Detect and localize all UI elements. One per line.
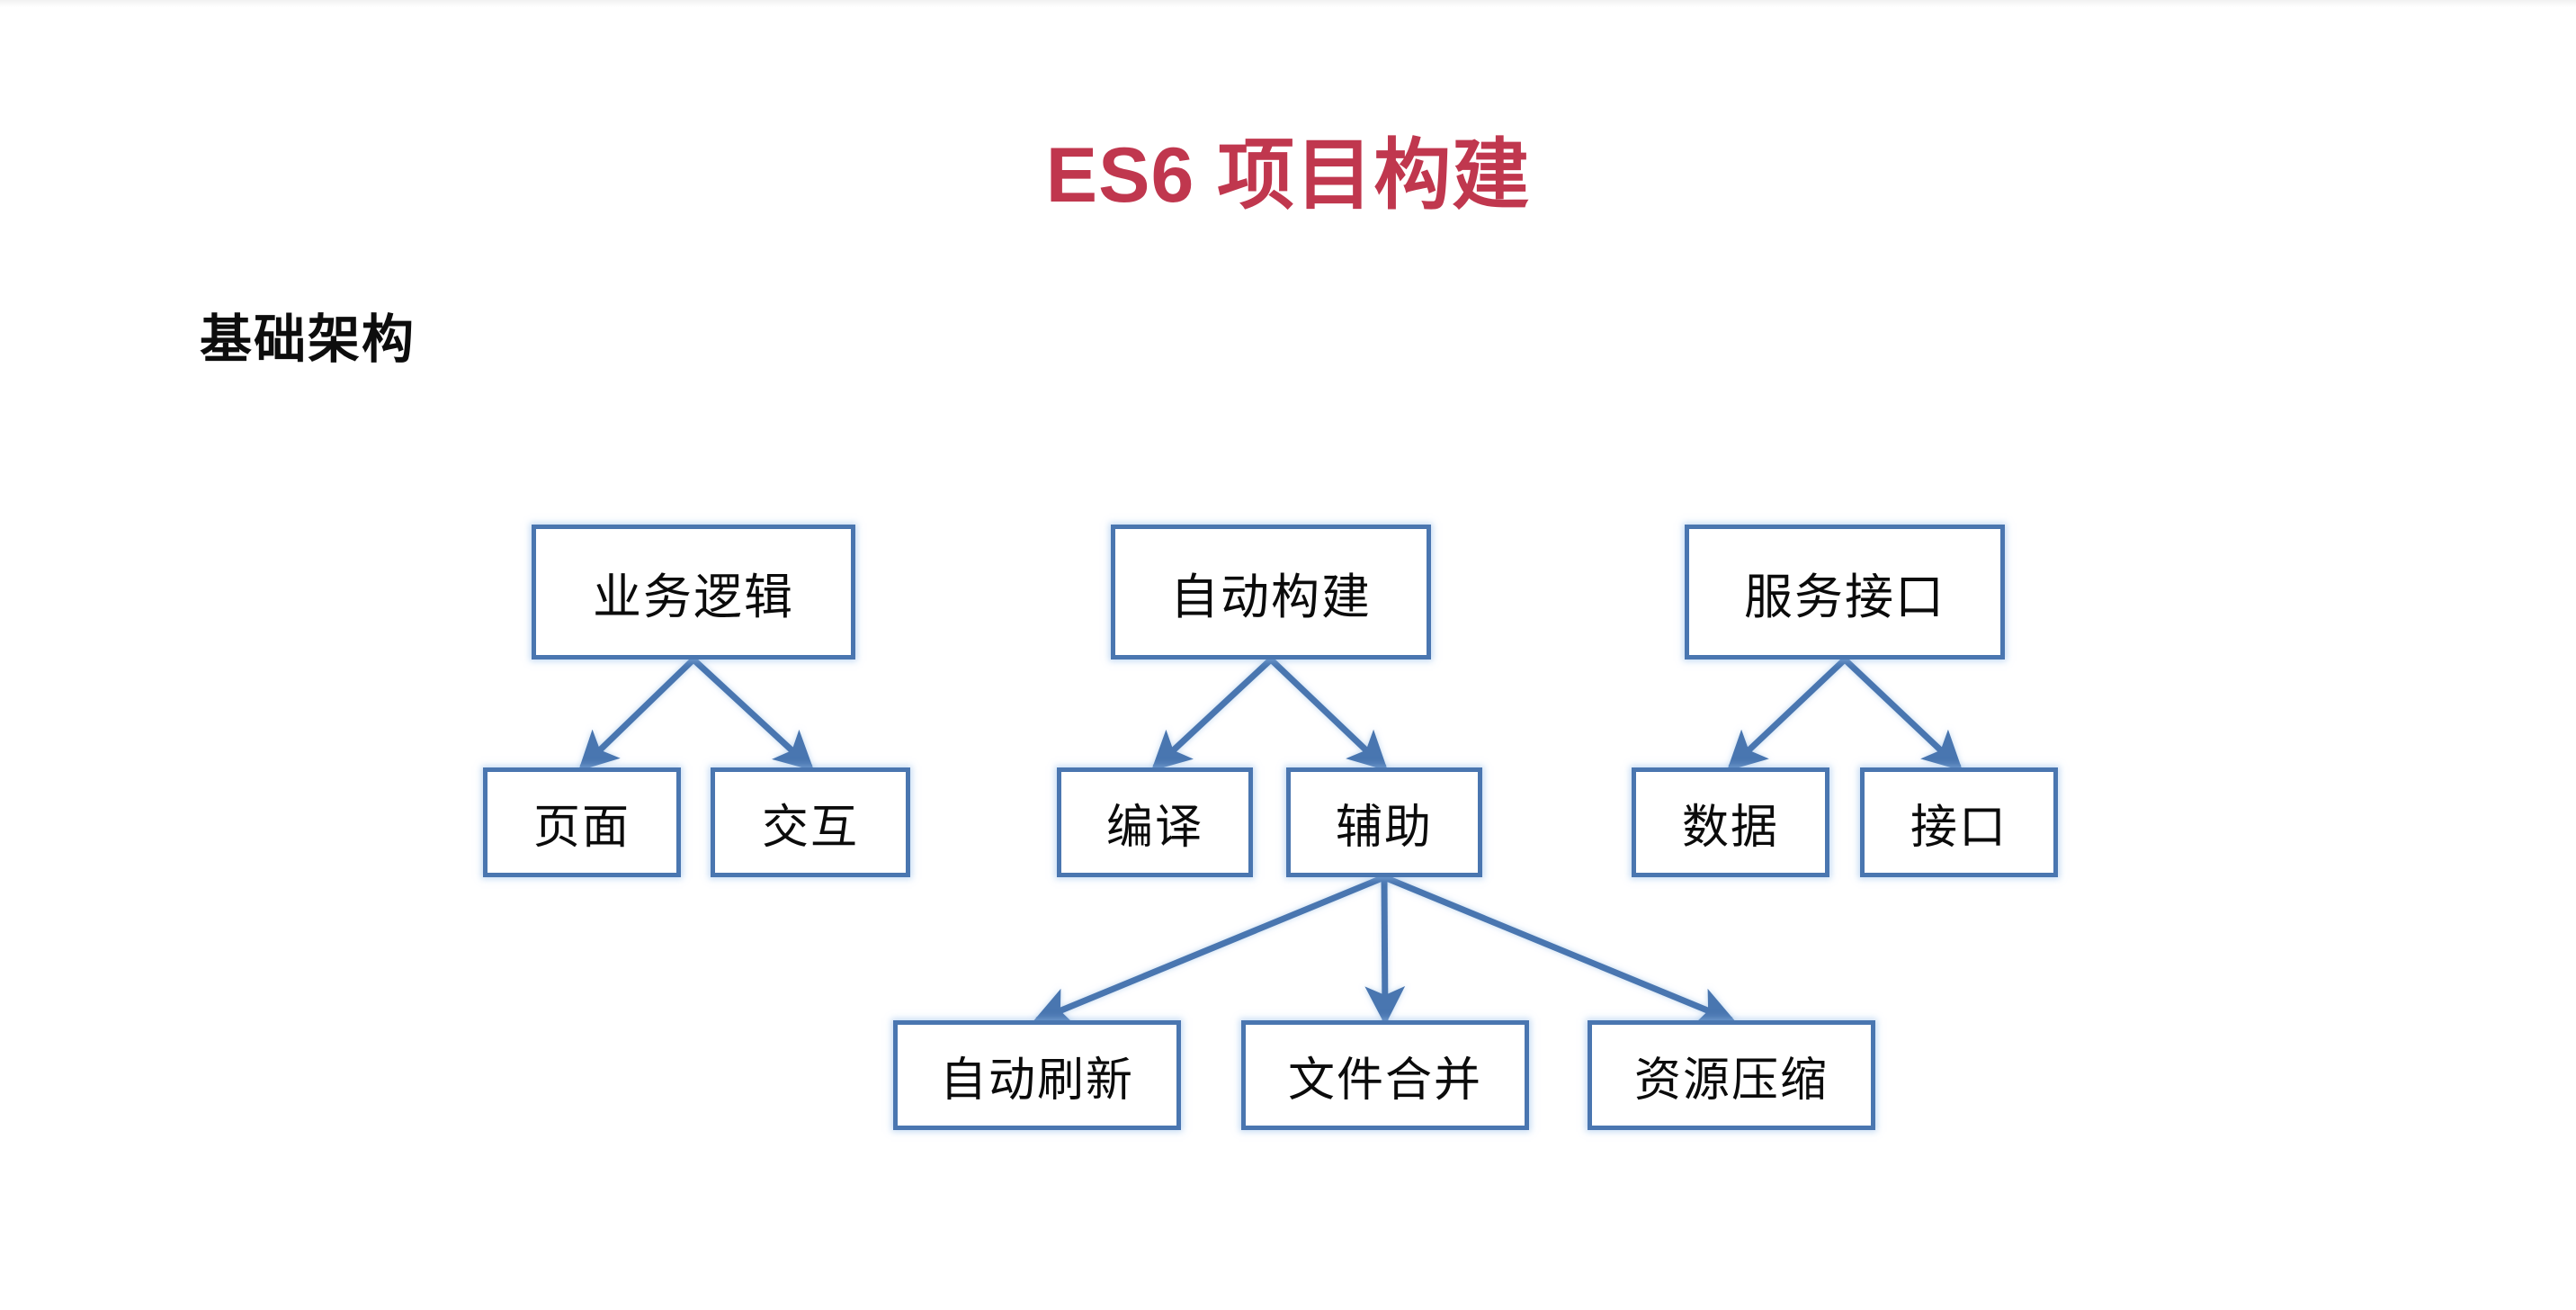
connector-arrow (1842, 657, 1963, 771)
connector-arrow (691, 657, 815, 771)
page-title: ES6 项目构建 (1045, 132, 1531, 219)
diagram-node-label: 页面 (532, 801, 631, 854)
connector-arrow (1150, 657, 1274, 771)
connector-arrow (1726, 657, 1847, 771)
diagram-node: 页面 (483, 767, 681, 877)
diagram-node-label: 文件合并 (1287, 1054, 1482, 1107)
diagram-node: 文件合并 (1241, 1020, 1529, 1130)
diagram-node: 业务逻辑 (532, 525, 855, 659)
diagram-node-label: 接口 (1910, 801, 2008, 854)
top-edge-strip (0, 0, 2576, 7)
diagram-node: 交互 (711, 767, 910, 877)
diagram-node-label: 辅助 (1335, 801, 1433, 854)
diagram-node-label: 业务逻辑 (593, 570, 794, 624)
diagram-node: 自动刷新 (893, 1020, 1181, 1130)
diagram-node-label: 数据 (1681, 801, 1779, 854)
diagram-node: 自动构建 (1111, 525, 1431, 659)
diagram-node-label: 服务接口 (1744, 570, 1945, 624)
diagram-node: 服务接口 (1685, 525, 2005, 659)
connector-arrow (1364, 876, 1406, 1026)
diagram-node: 接口 (1860, 767, 2058, 877)
diagram-node: 辅助 (1286, 767, 1482, 877)
connector-arrow (1268, 657, 1389, 771)
section-heading: 基础架构 (200, 310, 416, 369)
connector-arrow (577, 657, 696, 771)
diagram-node-label: 资源压缩 (1633, 1054, 1829, 1107)
diagram-node-label: 自动构建 (1170, 570, 1372, 624)
diagram-node: 数据 (1632, 767, 1829, 877)
diagram-node: 编译 (1057, 767, 1253, 877)
diagram-node-label: 交互 (761, 801, 859, 854)
diagram-node-label: 编译 (1105, 801, 1203, 854)
diagram-node: 资源压缩 (1588, 1020, 1875, 1130)
diagram-node-label: 自动刷新 (939, 1054, 1134, 1107)
connector-arrow (1382, 874, 1737, 1027)
connector-arrow (1032, 874, 1386, 1027)
